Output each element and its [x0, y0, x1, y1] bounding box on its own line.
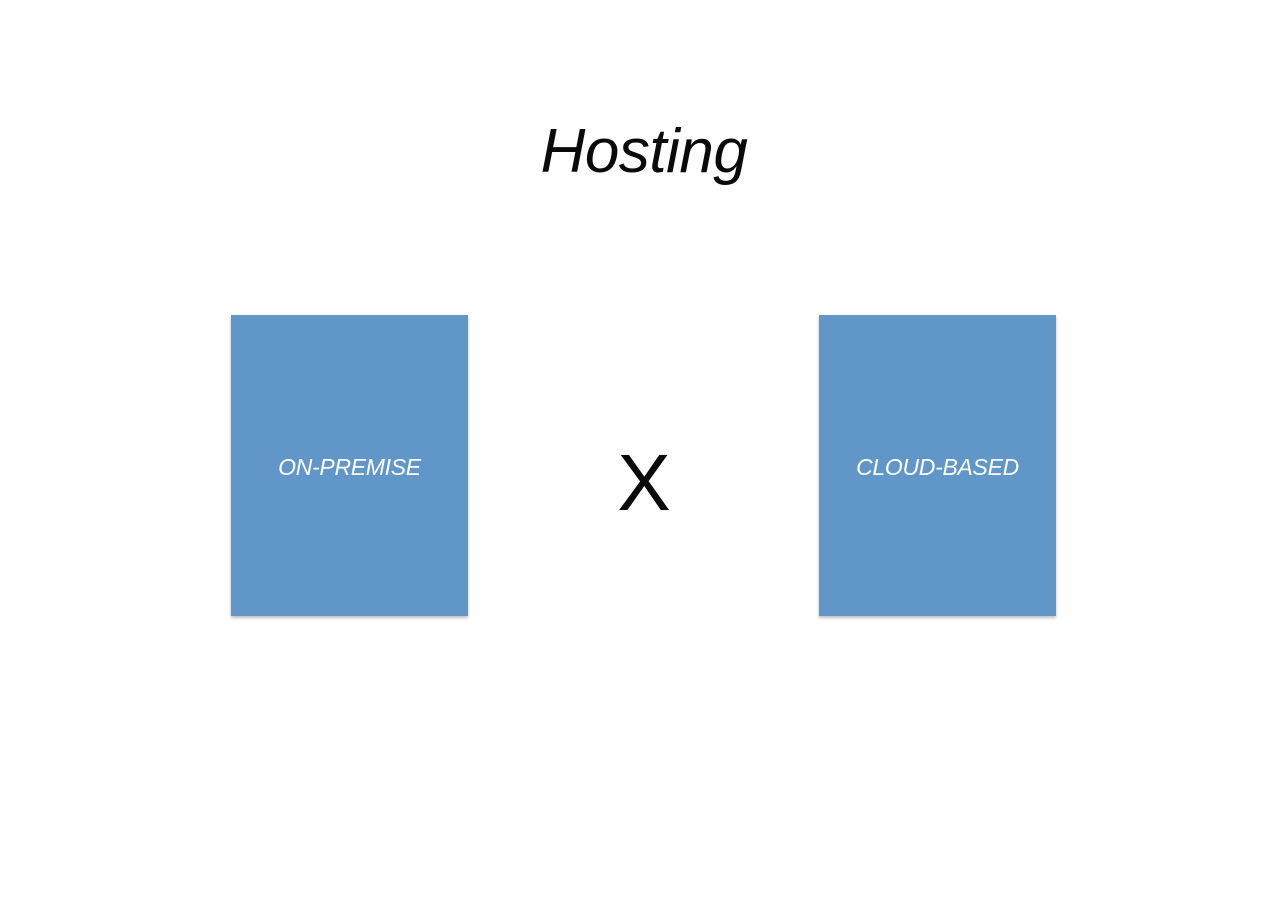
slide-title: Hosting [540, 117, 748, 186]
versus-separator: X [617, 438, 671, 527]
on-premise-label: ON-PREMISE [278, 454, 421, 480]
on-premise-box: ON-PREMISE [231, 315, 468, 616]
cloud-based-label: CLOUD-BASED [856, 454, 1019, 480]
cloud-based-box: CLOUD-BASED [819, 315, 1056, 616]
